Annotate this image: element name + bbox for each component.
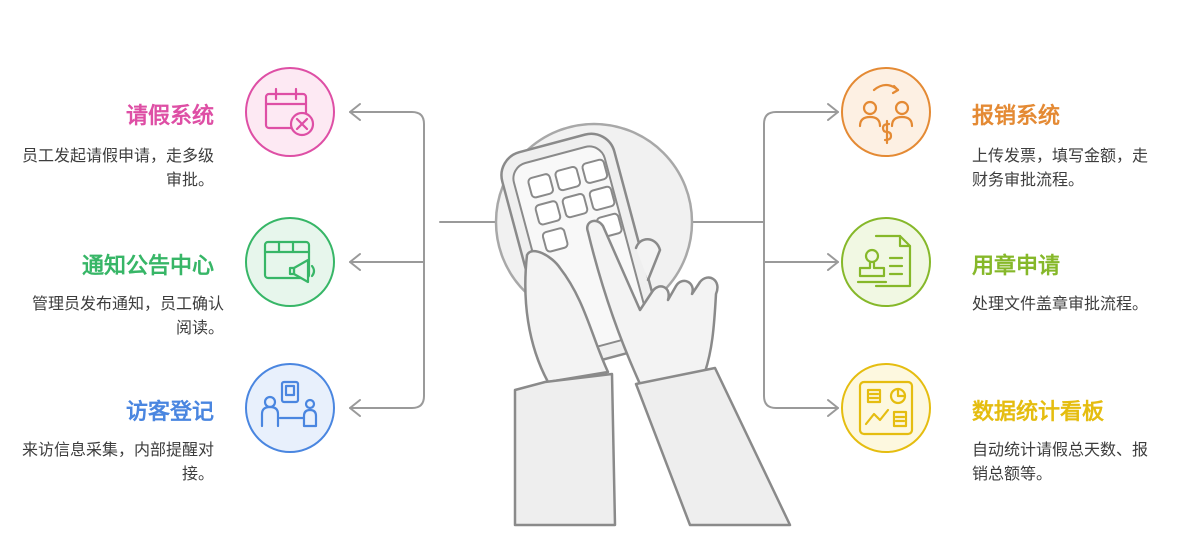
statistics-dashboard-title: 数据统计看板 [972,400,1105,425]
seal-application-desc: 处理文件盖章审批流程。 [972,294,1149,313]
hand-calculator-icon [494,122,792,527]
seal-application-title: 用章申请 [972,254,1061,279]
connector-lines [349,103,839,417]
stamp-document-icon [841,217,931,307]
notice-center-desc: 管理员发布通知，员工确认阅读。 [31,294,224,337]
notice-center-title: 通知公告中心 [81,254,214,279]
dashboard-chart-icon [841,363,931,453]
calendar-cancel-icon [245,67,335,157]
visitor-reception-icon [245,363,335,453]
calendar-megaphone-icon [245,217,335,307]
visitor-registration-title: 访客登记 [125,400,214,425]
reimbursement-exchange-icon [841,67,931,157]
leave-system-title: 请假系统 [125,104,214,129]
leave-system-desc: 员工发起请假申请，走多级审批。 [22,146,215,189]
statistics-dashboard-desc: 自动统计请假总天数、报销总额等。 [972,440,1149,483]
reimbursement-system-desc: 上传发票，填写金额，走财务审批流程。 [972,146,1149,189]
visitor-registration-desc: 来访信息采集，内部提醒对接。 [22,440,215,483]
reimbursement-system-title: 报销系统 [972,104,1061,129]
